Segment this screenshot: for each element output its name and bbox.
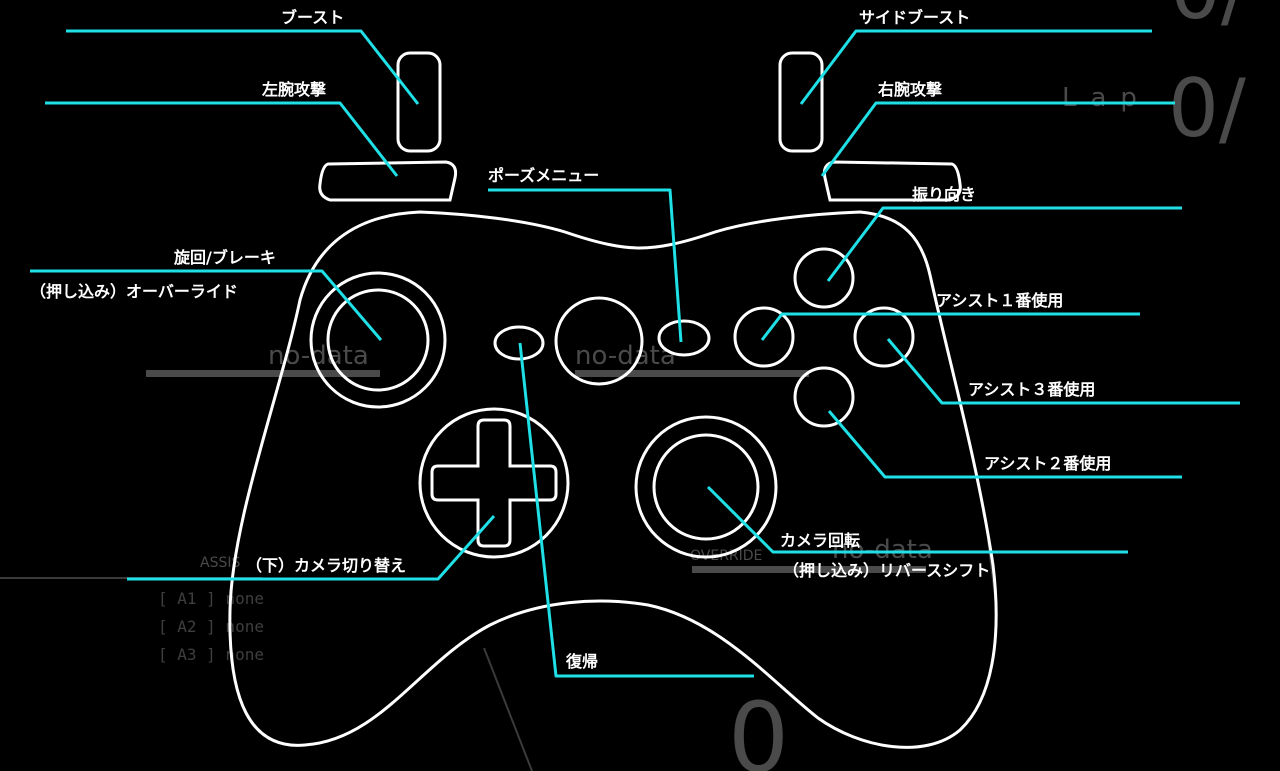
label-override: （押し込み）オーバーライド bbox=[30, 282, 238, 301]
lap-count-top: 0/ bbox=[1170, 0, 1248, 37]
dpad-cross bbox=[430, 418, 558, 548]
assist-slot-3: [ A3 ] none bbox=[158, 645, 264, 664]
label-boost: ブースト bbox=[281, 8, 344, 27]
leader-boost bbox=[66, 29, 420, 105]
label-reverse-shift: （押し込み）リバースシフト bbox=[783, 561, 990, 580]
leader-assist2 bbox=[827, 410, 1182, 479]
label-pause: ポーズメニュー bbox=[488, 166, 599, 185]
no-data-right: no-data bbox=[832, 535, 933, 565]
back-button bbox=[493, 325, 545, 361]
gauge-right bbox=[692, 566, 926, 573]
controller-body bbox=[228, 210, 998, 749]
dpad-ring bbox=[418, 407, 570, 559]
assist-slot-2: [ A2 ] none bbox=[158, 617, 264, 636]
left-stick-inner bbox=[326, 288, 430, 392]
leader-recover bbox=[518, 342, 754, 678]
left-stick-outer bbox=[309, 271, 447, 409]
hud-slash bbox=[483, 647, 533, 771]
right-bumper bbox=[822, 160, 962, 202]
leader-pause bbox=[488, 188, 683, 343]
face-button-right bbox=[853, 306, 915, 368]
lap-count: 0/ bbox=[1168, 62, 1246, 155]
gauge-center bbox=[575, 370, 809, 377]
label-recover: 復帰 bbox=[565, 652, 598, 671]
label-right-arm: 右腕攻撃 bbox=[878, 80, 942, 99]
labels: ブースト サイドブースト 左腕攻撃 右腕攻撃 ポーズメニュー 振り向き 旋回/ブ… bbox=[30, 8, 1111, 671]
guide-button bbox=[554, 296, 644, 386]
leader-side-boost bbox=[799, 29, 1152, 105]
big-zero: 0 bbox=[728, 682, 789, 771]
label-turn-brake: 旋回/ブレーキ bbox=[173, 248, 276, 267]
right-trigger bbox=[778, 51, 824, 153]
leader-lines bbox=[30, 29, 1240, 678]
label-turn-around: 振り向き bbox=[912, 185, 976, 204]
left-bumper bbox=[318, 160, 458, 202]
assist-header: ASSIS bbox=[200, 555, 240, 571]
leader-assist3 bbox=[886, 338, 1240, 405]
leader-turn-brake bbox=[30, 269, 383, 341]
leader-right-arm bbox=[820, 101, 1175, 177]
face-button-bottom bbox=[793, 366, 855, 428]
controller-outline bbox=[228, 51, 998, 749]
left-trigger bbox=[396, 51, 442, 153]
label-assist2: アシスト２番使用 bbox=[984, 454, 1111, 473]
label-assist1: アシスト１番使用 bbox=[936, 291, 1063, 310]
start-button bbox=[657, 319, 711, 357]
lap-label: Lap bbox=[1062, 83, 1151, 113]
gauge-left bbox=[146, 370, 380, 377]
leader-camera-rotate bbox=[706, 485, 1128, 554]
label-camera-rotate: カメラ回転 bbox=[780, 531, 860, 550]
leader-camera-switch bbox=[127, 515, 496, 581]
label-left-arm: 左腕攻撃 bbox=[261, 80, 326, 99]
leader-left-arm bbox=[45, 101, 399, 177]
right-stick-outer bbox=[634, 415, 778, 559]
label-assist3: アシスト３番使用 bbox=[968, 380, 1095, 399]
face-button-left bbox=[733, 306, 795, 368]
override-header: OVERRIDE bbox=[690, 548, 762, 564]
leader-assist1 bbox=[760, 312, 1140, 341]
face-button-top bbox=[793, 247, 855, 309]
label-side-boost: サイドブースト bbox=[859, 8, 970, 27]
label-camera-switch: （下）カメラ切り替え bbox=[246, 556, 406, 575]
right-stick-inner bbox=[652, 433, 760, 541]
no-data-center: no-data bbox=[575, 341, 676, 371]
leader-turn-around bbox=[826, 206, 1182, 282]
assist-slot-1: [ A1 ] none bbox=[158, 589, 264, 608]
